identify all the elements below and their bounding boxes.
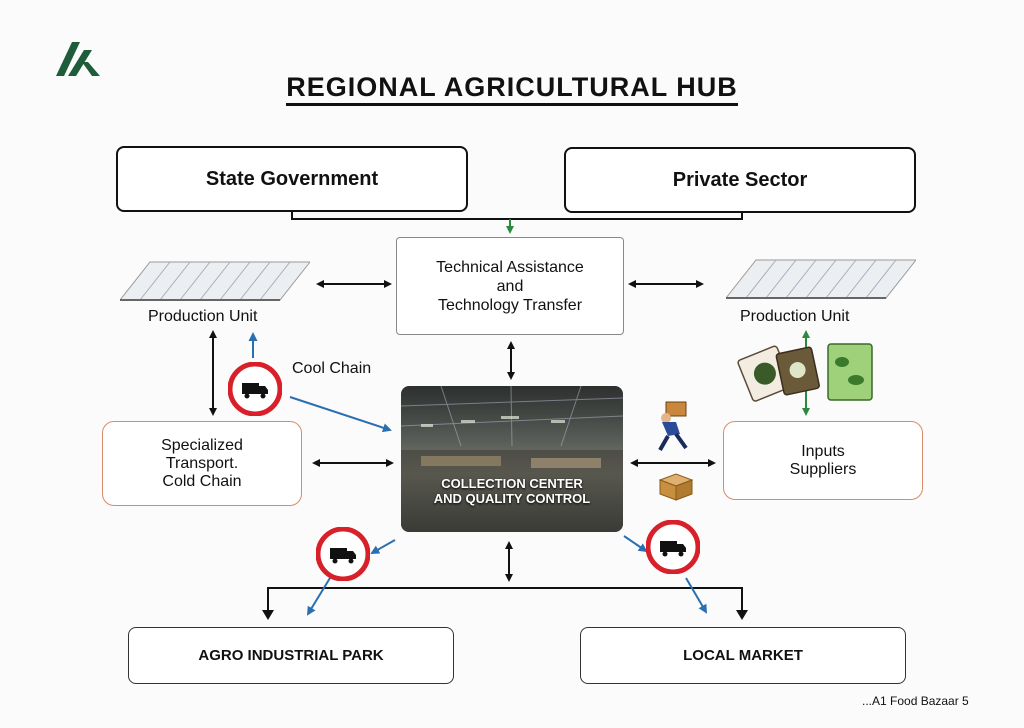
- truck-sign-cool-chain-icon: [228, 362, 282, 416]
- production-unit-right-label: Production Unit: [740, 308, 850, 325]
- cardboard-box-icon: [658, 473, 694, 501]
- specialized-transport-line-1: Specialized: [161, 436, 243, 454]
- greenhouse-left-icon: [120, 261, 310, 301]
- production-unit-left-label: Production Unit: [148, 308, 258, 325]
- truck-sign-left-icon: [316, 527, 370, 581]
- collection-center-image: COLLECTION CENTER AND QUALITY CONTROL: [401, 386, 623, 532]
- agro-industrial-park-box: AGRO INDUSTRIAL PARK: [128, 627, 454, 684]
- collection-center-line-2: AND QUALITY CONTROL: [433, 491, 591, 506]
- state-government-label: State Government: [205, 167, 379, 190]
- greenhouse-right-icon: [726, 259, 916, 299]
- specialized-transport-line-3: Cold Chain: [162, 472, 242, 490]
- state-government-box: State Government: [116, 146, 468, 212]
- technical-assistance-line-1: Technical Assistance: [436, 258, 584, 276]
- specialized-transport-box: Specialized Transport. Cold Chain: [102, 421, 302, 506]
- agro-industrial-park-label: AGRO INDUSTRIAL PARK: [198, 647, 384, 664]
- technical-assistance-line-3: Technology Transfer: [437, 296, 583, 314]
- private-sector-box: Private Sector: [564, 147, 916, 213]
- inputs-suppliers-box: Inputs Suppliers: [723, 421, 923, 500]
- technical-assistance-box: Technical Assistance and Technology Tran…: [396, 237, 624, 335]
- seed-packets-icon: [737, 343, 873, 402]
- cool-chain-label: Cool Chain: [292, 360, 372, 377]
- delivery-man-icon: [658, 401, 688, 451]
- inputs-suppliers-line-1: Inputs: [801, 442, 845, 460]
- private-sector-label: Private Sector: [672, 168, 808, 191]
- local-market-box: LOCAL MARKET: [580, 627, 906, 684]
- inputs-suppliers-line-2: Suppliers: [789, 460, 857, 478]
- footer-page-label: ...A1 Food Bazaar 5: [862, 694, 969, 708]
- collection-center-line-1: COLLECTION CENTER: [441, 476, 583, 491]
- technical-assistance-line-2: and: [496, 277, 524, 295]
- truck-sign-right-icon: [646, 520, 700, 574]
- company-logo: [56, 42, 100, 76]
- specialized-transport-line-2: Transport.: [165, 454, 239, 472]
- local-market-label: LOCAL MARKET: [683, 647, 803, 664]
- page-title: REGIONAL AGRICULTURAL HUB: [0, 72, 1024, 106]
